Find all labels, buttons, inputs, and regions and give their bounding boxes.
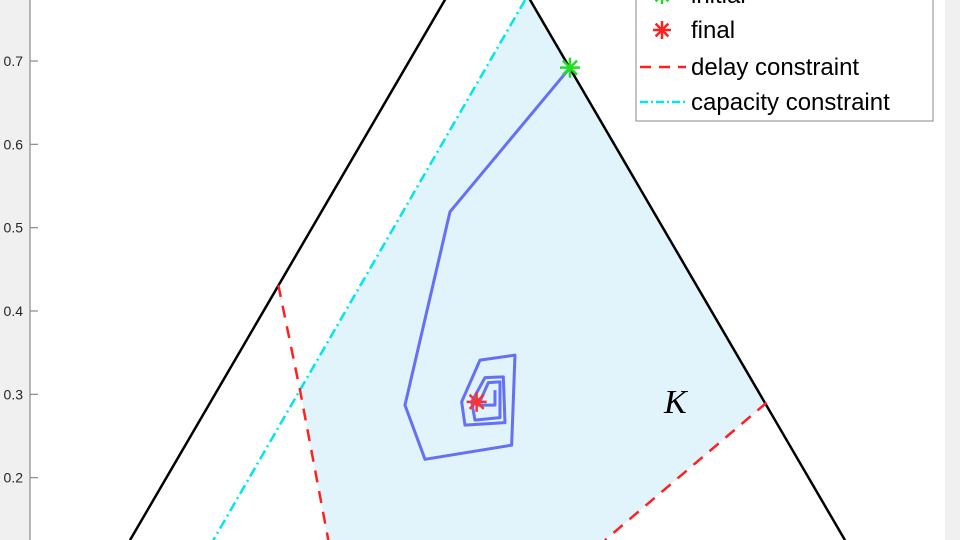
initial-marker	[559, 57, 580, 78]
simplex-triangle	[128, 0, 847, 540]
y-tick-label: 0.3	[4, 386, 24, 402]
legend-item-initial: initial	[654, 0, 746, 9]
delay-constraint-line	[277, 284, 330, 540]
y-tick-label: 0.6	[4, 136, 24, 152]
feasible-region	[299, 0, 765, 540]
y-tick-label: 0.7	[4, 53, 24, 69]
y-tick-label: 0.5	[4, 220, 24, 236]
legend-item-delay-constraint: delay constraint	[640, 54, 859, 81]
trajectory-line	[403, 66, 572, 461]
y-tick-label: 0.2	[4, 470, 24, 486]
legend-label: final	[691, 17, 735, 44]
legend-label: capacity constraint	[691, 89, 890, 116]
legend-label: initial	[691, 0, 746, 9]
region-label-k: K	[663, 384, 689, 421]
legend-star-icon	[654, 0, 670, 4]
final-marker	[466, 391, 487, 412]
capacity-constraint-line	[212, 0, 527, 540]
legend: initial final delay constraint capacity con…	[635, 0, 934, 122]
delay-constraint-line	[604, 401, 768, 540]
legend-label: delay constraint	[691, 54, 859, 81]
y-tick-label: 0.4	[4, 303, 24, 319]
legend-item-capacity-constraint: capacity constraint	[640, 89, 890, 116]
legend-item-final: final	[653, 17, 735, 44]
legend-star-icon	[653, 21, 671, 39]
